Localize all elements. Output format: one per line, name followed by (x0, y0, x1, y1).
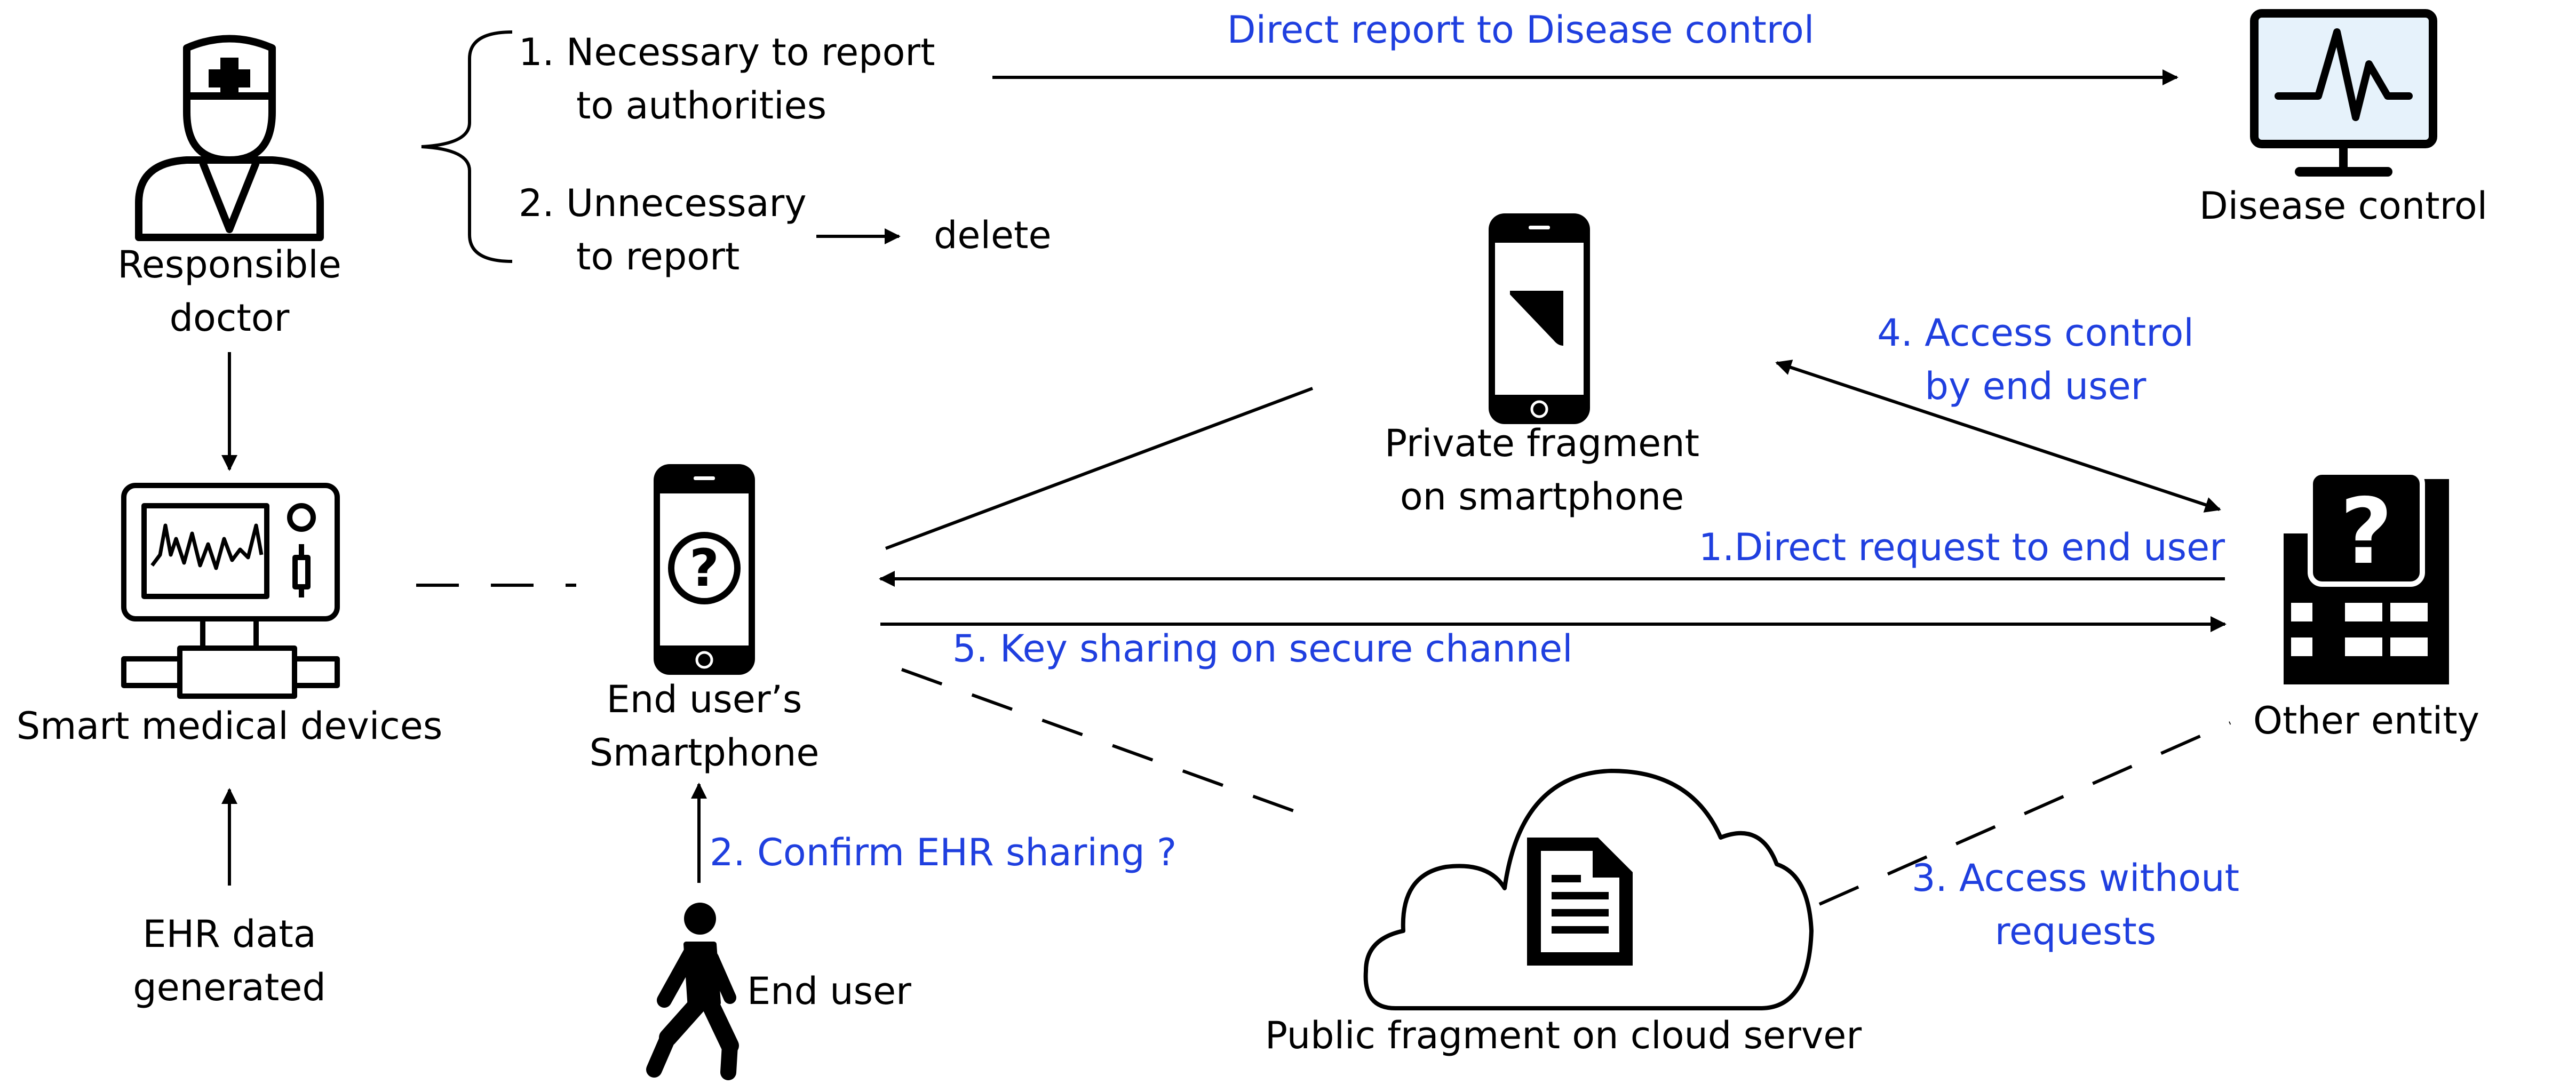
edge-key-sharing-label: 5. Key sharing on secure channel (952, 627, 1573, 671)
dashed-cloud-to-entity (1818, 721, 2231, 906)
edge-access-without-line1: 3. Access without (1912, 856, 2239, 900)
connectors (221, 30, 2231, 906)
smartphone-label-line1: End user’s (607, 678, 802, 721)
smartphone-icon (1489, 213, 1590, 424)
building-question-icon: ? (2284, 469, 2449, 684)
devices-label: Smart medical devices (17, 704, 443, 748)
edge-direct-report-label: Direct report to Disease control (1227, 8, 1815, 52)
edge-confirm-label: 2. Confirm EHR sharing ? (710, 831, 1176, 874)
decision-option2-line1: 2. Unnecessary (519, 181, 807, 225)
decision-option1-line1: 1. Necessary to report (519, 30, 935, 74)
edge-direct-request-label: 1.Direct request to end user (1699, 525, 2225, 569)
cloud-label: Public fragment on cloud server (1265, 1014, 1862, 1057)
entity-label: Other entity (2253, 699, 2479, 743)
doctor-icon (135, 35, 324, 241)
ehr-label-line2: generated (133, 966, 326, 1009)
smartphone-question-icon: ? (654, 464, 755, 675)
monitor-heartbeat-icon (2250, 9, 2437, 177)
enduser-label: End user (747, 969, 911, 1013)
svg-text:?: ? (689, 538, 719, 598)
decision-option1-line2: to authorities (576, 84, 826, 127)
decision-delete: delete (934, 213, 1052, 257)
doctor-label-line1: Responsible (117, 243, 341, 286)
disease-label: Disease control (2199, 184, 2487, 228)
ehr-label-line1: EHR data (142, 912, 316, 956)
edge-access-control-line1: 4. Access control (1877, 311, 2194, 355)
dashed-smartphone-to-cloud (901, 668, 1324, 823)
decision-option2-line2: to report (576, 235, 740, 278)
doctor-label-line2: doctor (170, 296, 290, 340)
line-smartphone-to-private (885, 387, 1314, 550)
arrow-access-control (1775, 360, 2221, 513)
medical-device-icon (121, 483, 340, 699)
edge-access-control-line2: by end user (1925, 364, 2146, 408)
edge-access-without-line2: requests (1995, 910, 2157, 953)
walking-person-icon (646, 903, 739, 1080)
svg-text:?: ? (2340, 479, 2393, 585)
smartphone-label-line2: Smartphone (590, 731, 820, 775)
private-label-line2: on smartphone (1400, 475, 1684, 519)
decision-brace (421, 30, 513, 263)
private-label-line1: Private fragment (1385, 421, 1699, 465)
cloud-document-icon (1363, 769, 1814, 1010)
